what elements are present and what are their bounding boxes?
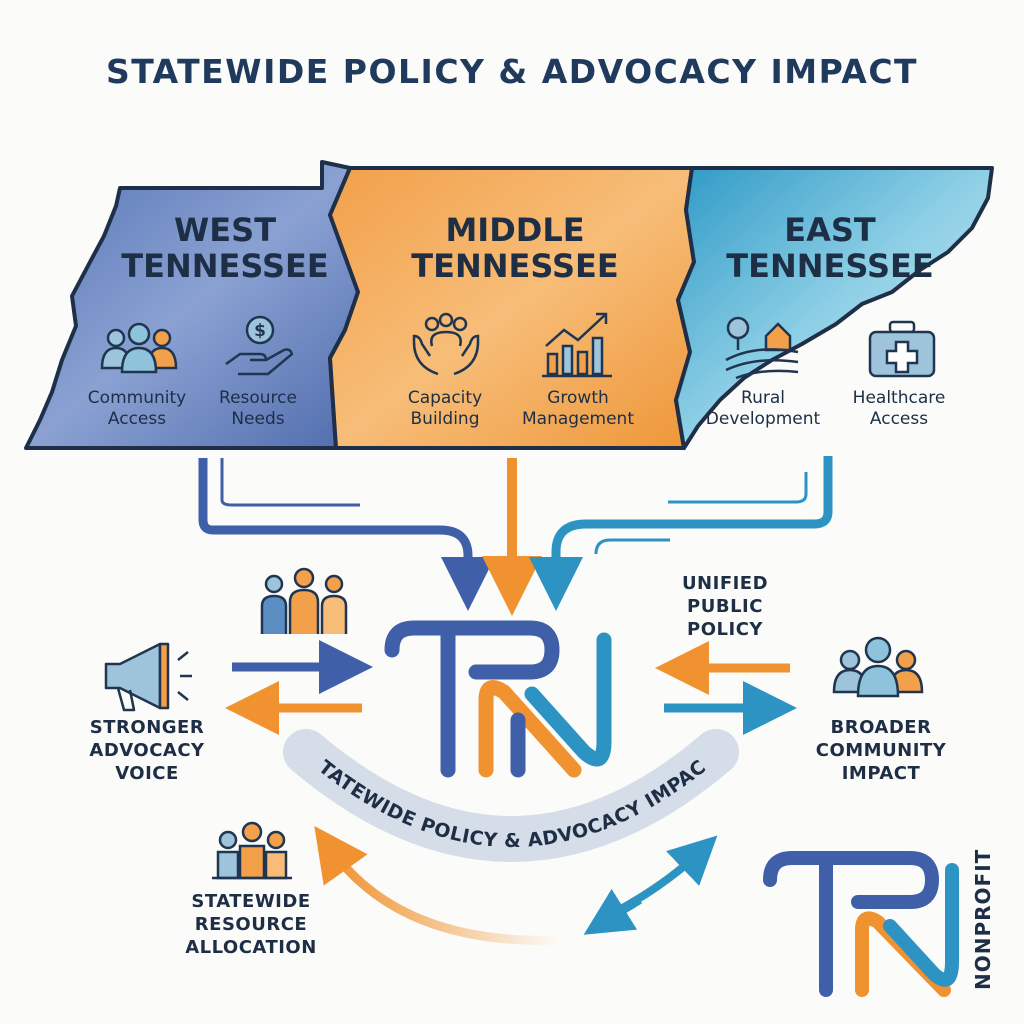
label-line: Growth [547,388,609,408]
brand-nonprofit-text: NONPROFIT [971,849,995,990]
east-title-line1: EAST [784,211,876,249]
label-line: Healthcare [852,388,946,408]
growth-management-label: Growth Management [508,388,648,430]
label-line: ALLOCATION [185,937,317,958]
label-line: STRONGER [89,717,205,738]
west-flow-thin [220,458,360,507]
label-line: ADVOCACY [89,740,205,761]
label-line: RESOURCE [194,914,308,935]
label-line: Building [410,409,480,429]
bottom-right-arc-arrow-start [583,888,643,935]
resource-group-icon [212,821,292,880]
center-tn-logo [384,620,612,778]
label-line: Capacity [407,388,483,408]
east-region-title: EAST TENNESSEE [700,212,960,284]
people-icon [100,322,178,374]
east-title-line2: TENNESSEE [726,247,934,285]
label-line: Development [705,409,821,429]
east-flow-thin2 [594,538,670,555]
rural-development-label: Rural Development [692,388,834,430]
label-line: POLICY [687,619,763,640]
bottom-right-arc-arrow [598,835,718,924]
community-icon [832,636,924,698]
label-line: Resource [219,388,297,408]
medical-kit-icon [868,320,936,378]
label-line: COMMUNITY [815,740,947,761]
bottom-left-arc-arrow [314,826,561,945]
advocacy-group-icon [260,567,348,634]
label-line: VOICE [115,763,179,784]
unified-public-policy-label: UNIFIED PUBLIC POLICY [670,572,780,641]
growth-chart-icon [542,312,612,378]
middle-title-line2: TENNESSEE [411,247,619,285]
megaphone-icon [104,642,192,712]
page-title: STATEWIDE POLICY & ADVOCACY IMPACT [105,52,919,91]
stronger-advocacy-voice-label: STRONGER ADVOCACY VOICE [62,716,232,785]
west-region-title: WEST TENNESSEE [95,212,355,284]
capacity-building-label: Capacity Building [385,388,505,430]
label-line: UNIFIED [681,573,769,594]
community-access-label: Community Access [72,388,202,430]
brand-tn-logo [763,851,959,997]
label-line: PUBLIC [687,596,763,617]
label-line: Access [107,409,167,429]
resource-needs-label: Resource Needs [198,388,318,430]
label-line: Access [869,409,929,429]
label-line: Rural [741,388,785,408]
label-line: Management [522,409,634,429]
svg-text:$: $ [254,321,266,341]
rural-farm-icon [725,316,799,380]
east-flow-thin [668,472,808,504]
statewide-resource-allocation-label: STATEWIDE RESOURCE ALLOCATION [166,890,336,959]
group-hands-icon [412,312,480,376]
west-title-line2: TENNESSEE [121,247,329,285]
broader-community-impact-label: BROADER COMMUNITY IMPACT [796,716,966,785]
west-title-line1: WEST [173,211,277,249]
middle-region-title: MIDDLE TENNESSEE [380,212,650,284]
healthcare-access-label: Healthcare Access [834,388,964,430]
label-line: BROADER [830,717,932,738]
label-line: IMPACT [841,763,921,784]
impact-arc-band [283,729,739,862]
label-line: Needs [231,409,285,429]
hand-dollar-icon: $ [225,315,294,376]
west-flow-arrow [198,458,495,611]
label-line: STATEWIDE [191,891,311,912]
east-flow-arrow [529,456,833,611]
middle-title-line1: MIDDLE [445,211,585,249]
label-line: Community [87,388,187,408]
